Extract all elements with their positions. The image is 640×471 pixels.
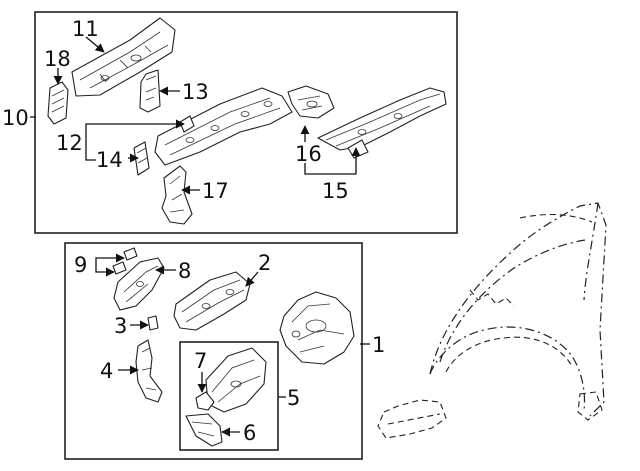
callout-4: 4 (100, 359, 113, 383)
part-5-assembly (205, 347, 267, 413)
callout-3: 3 (114, 314, 127, 338)
callout-7: 7 (194, 349, 207, 373)
callout-10: 10 (2, 106, 29, 130)
fender-outline (377, 202, 607, 439)
callout-16: 16 (295, 142, 322, 166)
callout-12: 12 (56, 131, 83, 155)
part-1-wheelhouse (279, 291, 355, 365)
part-17-bracket (161, 165, 193, 225)
sub-assembly-box (179, 341, 279, 451)
part-3-clip (147, 315, 159, 331)
part-14-plate (133, 141, 150, 176)
part-7-bracket (195, 391, 215, 411)
callout-14: 14 (96, 148, 123, 172)
part-18-bracket (47, 81, 69, 125)
part-2-rail (173, 271, 251, 331)
part-15-rail (317, 87, 447, 159)
part-4-bracket (135, 339, 163, 403)
callout-18: 18 (44, 47, 71, 71)
part-11-rail (71, 17, 176, 97)
part-9-clips (112, 247, 138, 275)
callout-13: 13 (182, 80, 209, 104)
part-16-bracket (287, 85, 335, 119)
upper-assembly-box (34, 11, 458, 234)
callout-5: 5 (287, 386, 300, 410)
callout-2: 2 (258, 251, 271, 275)
callout-8: 8 (178, 259, 191, 283)
callout-17: 17 (202, 179, 229, 203)
callout-9: 9 (74, 253, 87, 277)
callout-11: 11 (72, 17, 99, 41)
part-13-plate (139, 69, 161, 113)
callout-1: 1 (372, 333, 385, 357)
callout-6: 6 (243, 421, 256, 445)
part-8-bracket (113, 257, 165, 311)
callout-15: 15 (322, 179, 349, 203)
part-12-rail (154, 87, 293, 166)
lower-assembly-box (64, 242, 363, 460)
part-6-bracket (185, 413, 223, 447)
